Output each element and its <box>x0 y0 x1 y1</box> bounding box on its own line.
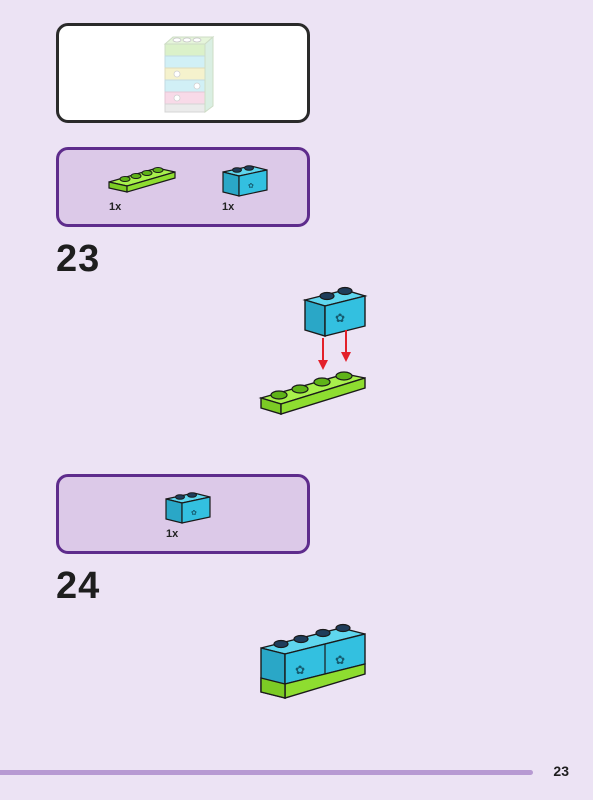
step-24-assembly-illustration: ✿ ✿ <box>260 623 366 699</box>
part-quantity: 1x <box>166 528 179 540</box>
azure-brick-1x2-icon: ✿ <box>165 492 211 524</box>
azure-brick-1x2-icon: ✿ <box>302 286 368 337</box>
parts-list-step-24: ✿ 1x <box>56 474 310 554</box>
finished-model-preview-icon <box>163 35 215 113</box>
down-arrow-icon <box>318 330 351 370</box>
part-quantity: 1x <box>109 201 122 213</box>
step-23-assembly-illustration: ✿ <box>258 286 368 415</box>
svg-text:✿: ✿ <box>248 182 254 190</box>
svg-text:✿: ✿ <box>335 653 345 667</box>
azure-brick-1x2-icon: ✿ <box>222 165 268 197</box>
svg-text:✿: ✿ <box>191 509 197 517</box>
step-number: 24 <box>56 565 101 607</box>
step-number: 23 <box>56 238 101 280</box>
lime-green-plate-1x4-icon <box>258 371 366 415</box>
page-number: 23 <box>553 763 569 779</box>
lime-green-plate-1x4-icon <box>108 167 176 193</box>
part-quantity: 1x <box>222 201 235 213</box>
model-preview-panel <box>56 23 310 123</box>
svg-text:✿: ✿ <box>295 663 305 677</box>
parts-list-step-23: 1x ✿ 1x <box>56 147 310 227</box>
footer-bar <box>0 770 533 775</box>
svg-text:✿: ✿ <box>335 311 345 325</box>
